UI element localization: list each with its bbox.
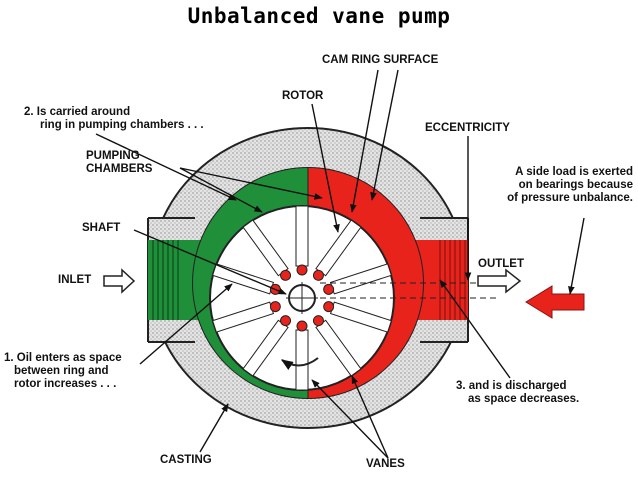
label-casting: CASTING — [160, 454, 212, 466]
label-pumping-line-2: CHAMBERS — [86, 163, 153, 175]
inlet-arrow-icon — [103, 268, 136, 294]
label-step-1: 1. Oil enters as space between ring and … — [4, 352, 122, 391]
eccentricity-centerlines — [320, 282, 500, 299]
shaft — [286, 282, 318, 314]
label-vanes: VANES — [366, 458, 405, 470]
label-step-3-line-2: as space decreases. — [468, 393, 580, 405]
label-step-3-line-1: 3. and is discharged — [456, 380, 567, 392]
label-cam-ring-surface: CAM RING SURFACE — [322, 54, 439, 66]
label-pumping-line-1: PUMPING — [86, 150, 140, 162]
label-step-1-line-1: 1. Oil enters as space — [4, 352, 122, 364]
label-side-load-line-1: A side load is exerted — [515, 166, 633, 178]
label-inlet: INLET — [58, 274, 92, 286]
label-step-1-line-2: between ring and — [14, 365, 109, 377]
label-outlet: OUTLET — [478, 258, 524, 270]
label-step-2-line-2: ring in pumping chambers . . . — [40, 119, 204, 131]
label-step-1-line-3: rotor increases . . . — [14, 378, 117, 390]
leader-lines — [95, 69, 585, 459]
label-side-load-line-3: of pressure unbalance. — [507, 192, 633, 204]
vanes — [212, 205, 392, 391]
label-step-2: 2. Is carried around ring in pumping cha… — [24, 106, 204, 132]
label-rotor: ROTOR — [282, 90, 324, 102]
outlet-arrow-icon — [477, 268, 522, 294]
label-step-2-line-1: 2. Is carried around — [24, 106, 131, 118]
label-pumping-chambers: PUMPING CHAMBERS — [86, 150, 152, 176]
rotation-arrow — [281, 357, 319, 370]
label-step-3: 3. and is discharged as space decreases. — [456, 380, 579, 406]
label-eccentricity: ECCENTRICITY — [425, 122, 510, 134]
label-side-load: A side load is exerted on bearings becau… — [507, 166, 633, 205]
label-shaft: SHAFT — [82, 222, 121, 234]
diagram-title: Unbalanced vane pump — [187, 4, 451, 28]
side-load-arrow-icon — [525, 285, 585, 319]
label-side-load-line-2: on bearings because — [518, 179, 633, 191]
